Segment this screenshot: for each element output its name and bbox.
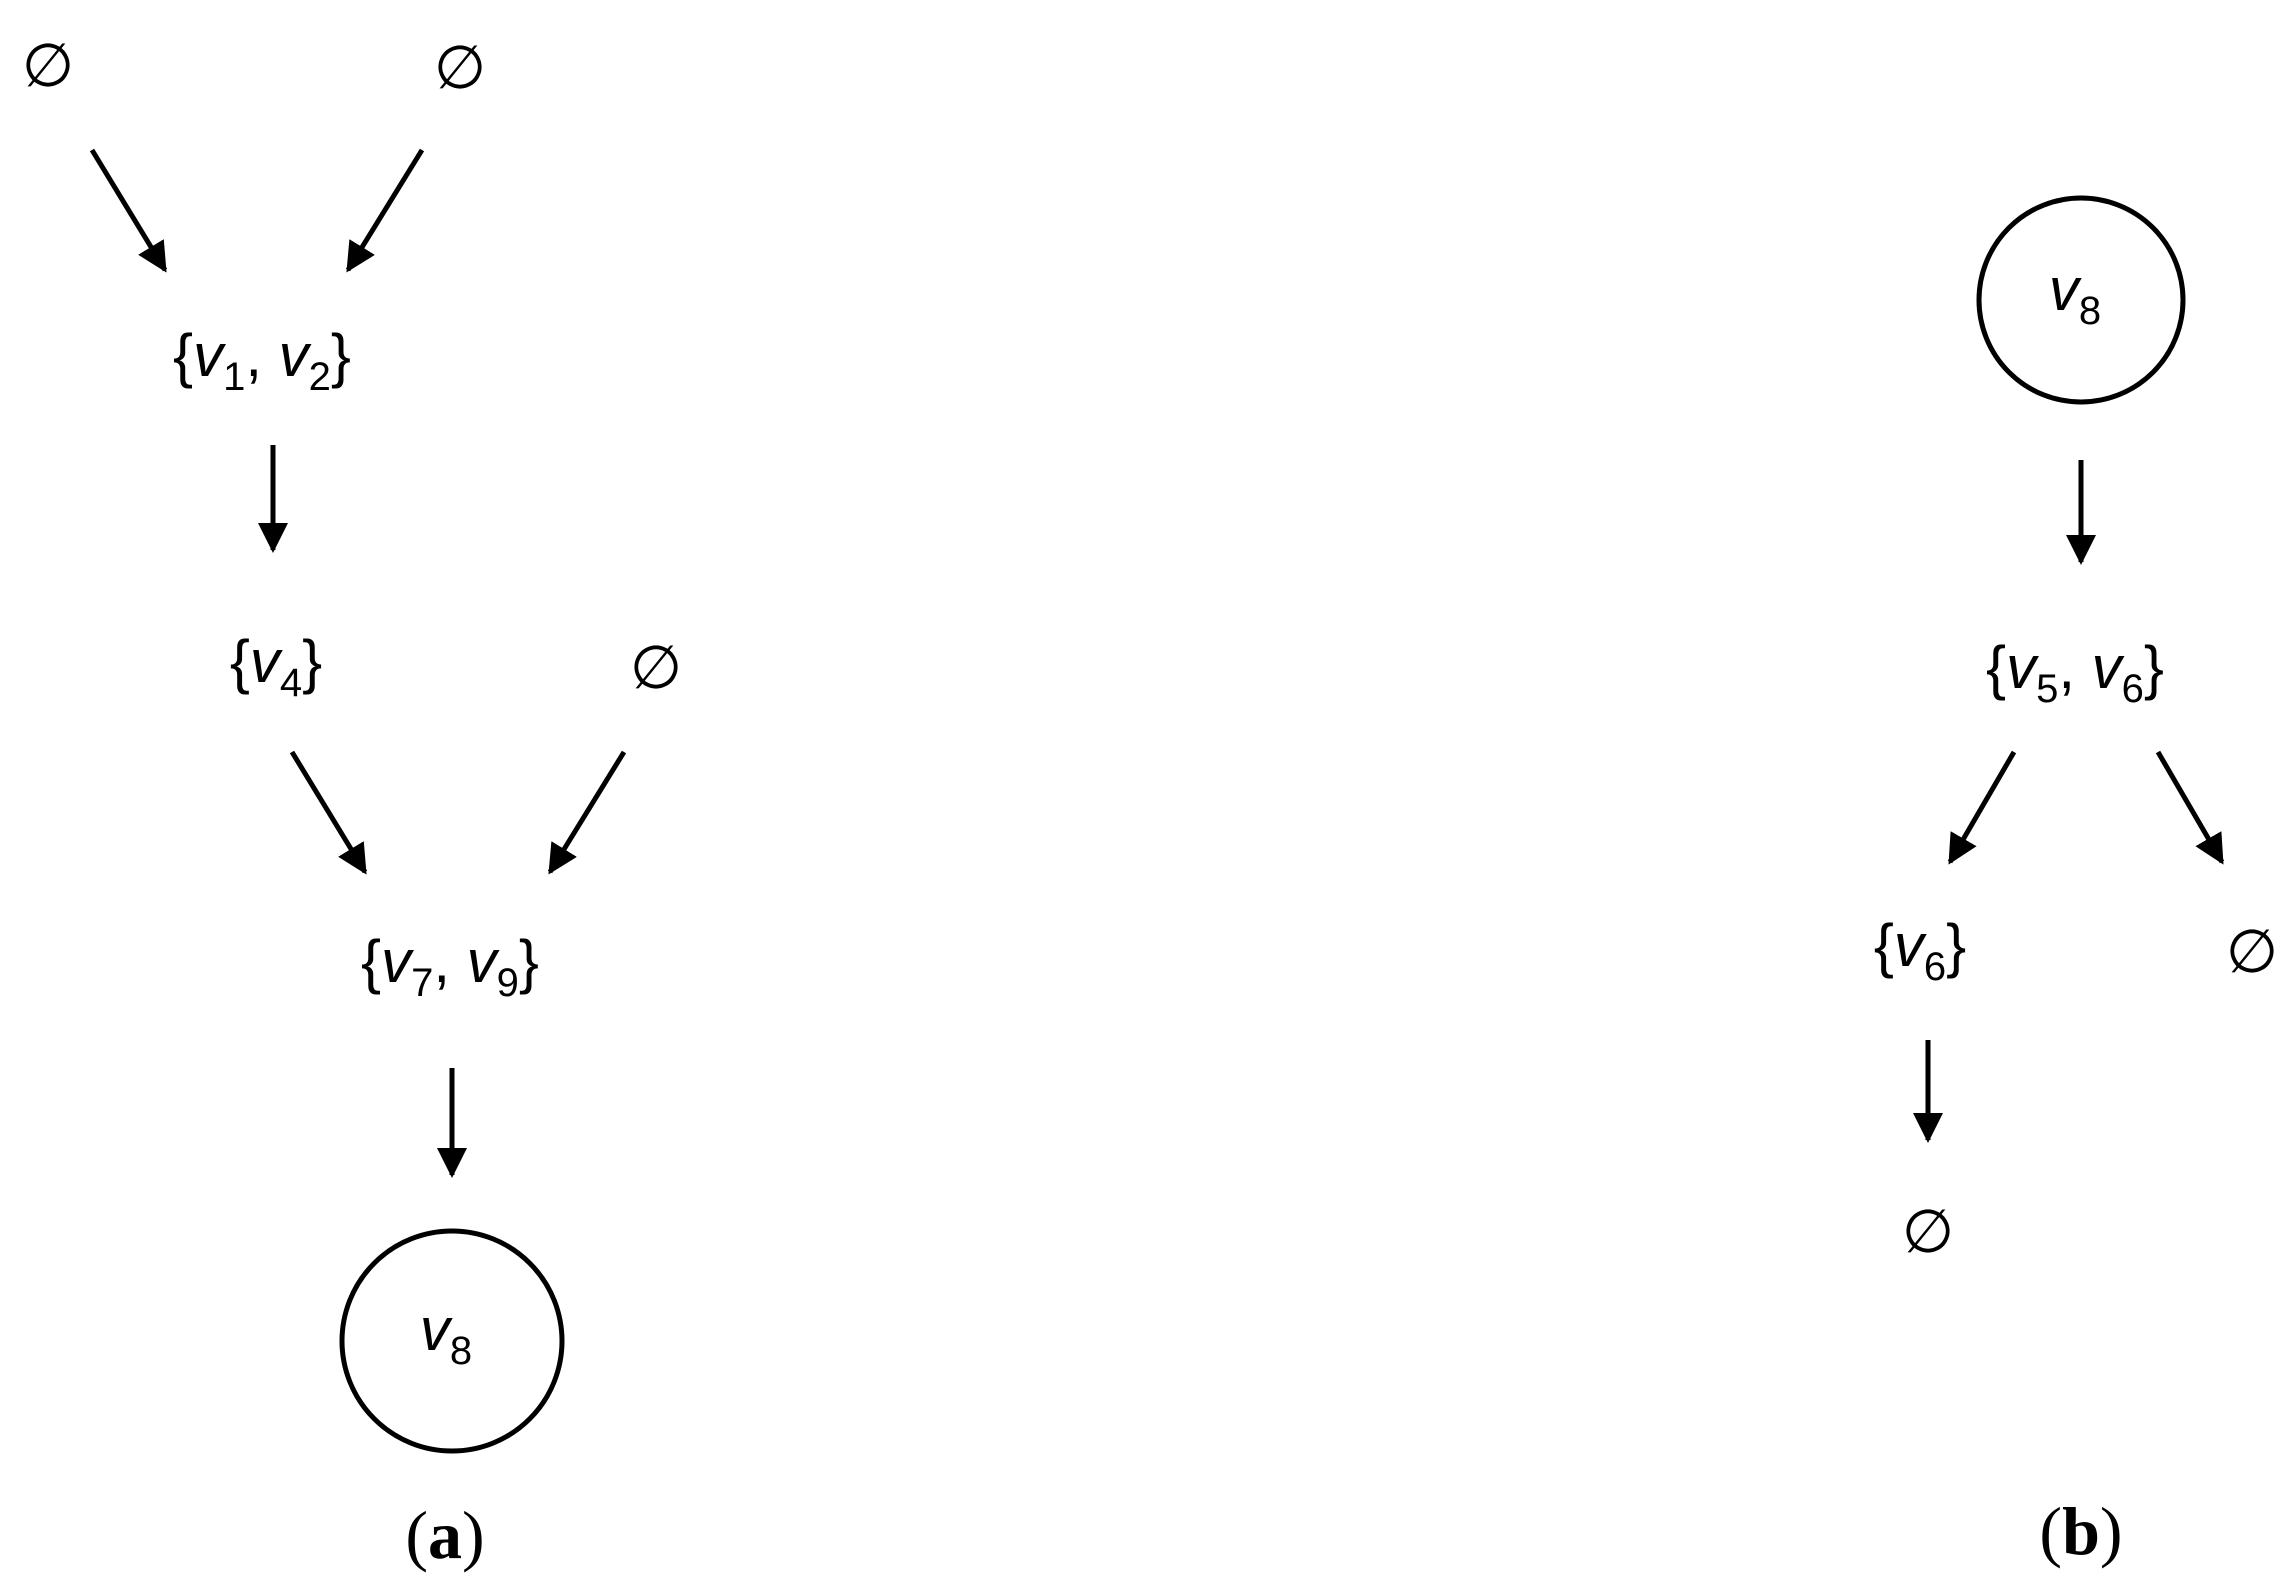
node-v8-b: [1976, 195, 2186, 405]
set-v7-v9: {v7, v9}: [361, 928, 539, 1005]
set-v4: {v4}: [230, 628, 322, 705]
caption-a: (a): [405, 1497, 484, 1573]
arrow-a-1: [89, 148, 168, 273]
empty-set-a-top-left: ∅: [22, 32, 74, 99]
empty-set-a-mid-right: ∅: [630, 634, 682, 701]
empty-set-b-right: ∅: [2226, 918, 2278, 985]
node-v8-a: [339, 1228, 565, 1454]
set-v6: {v6}: [1874, 912, 1966, 989]
set-v5-v6: {v5, v6}: [1986, 634, 2164, 711]
arrow-b-2: [1947, 750, 2017, 865]
node-v8-a-label: v8: [420, 1296, 472, 1373]
set-v1-v2: {v1, v2}: [173, 322, 351, 399]
arrow-a-4: [289, 750, 368, 875]
arrow-a-2: [345, 148, 425, 273]
arrow-b-3: [2155, 750, 2225, 865]
node-v8-b-label: v8: [2049, 256, 2101, 333]
empty-set-b-bottom: ∅: [1902, 1198, 1954, 1265]
arrow-a-5: [547, 750, 627, 875]
panel-a: ∅ ∅ {v1, v2} {v4} ∅ {v7, v9} v8 (a): [22, 32, 682, 1573]
empty-set-a-top-right: ∅: [434, 34, 486, 101]
caption-b: (b): [2039, 1493, 2122, 1569]
panel-b: v8 {v5, v6} {v6} ∅ ∅ (b): [1874, 195, 2278, 1569]
